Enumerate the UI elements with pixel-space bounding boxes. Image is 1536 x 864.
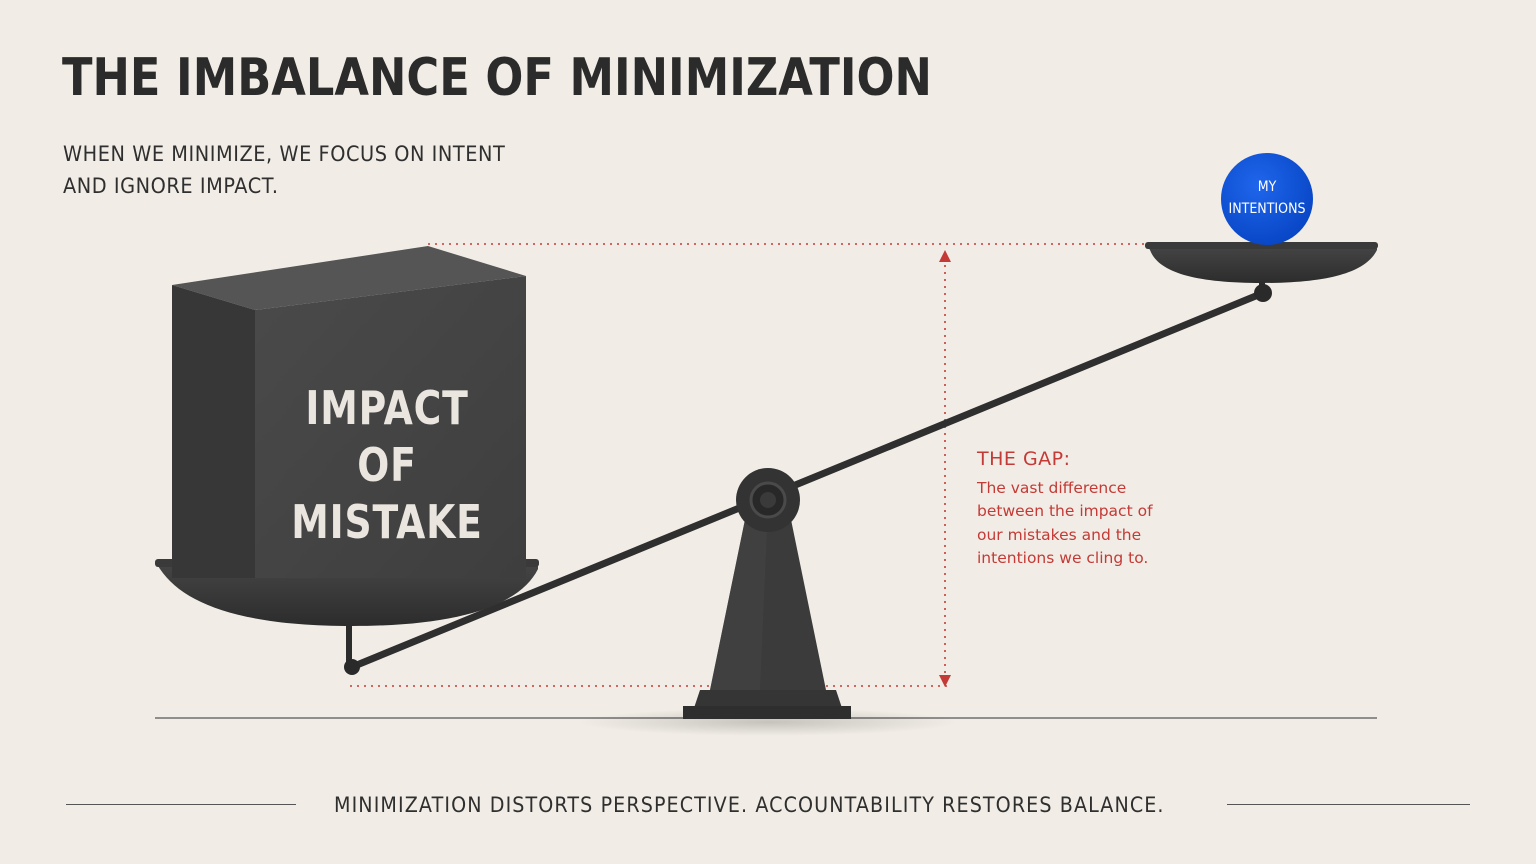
intentions-ball [1221, 153, 1313, 245]
footer-text: MINIMIZATION DISTORTS PERSPECTIVE. ACCOU… [334, 793, 1165, 817]
fulcrum-base [694, 690, 842, 708]
intentions-ball-label: MY INTENTIONS [1218, 176, 1317, 220]
ball-label-line-2: INTENTIONS [1228, 201, 1306, 217]
footer-divider-right [1227, 804, 1470, 805]
gap-arrow-down-icon [939, 675, 951, 687]
impact-block-line-2: MISTAKE [291, 495, 483, 549]
page-subtitle: WHEN WE MINIMIZE, WE FOCUS ON INTENT AND… [63, 142, 506, 198]
gap-title: THE GAP: [977, 448, 1071, 470]
footer: MINIMIZATION DISTORTS PERSPECTIVE. ACCOU… [0, 790, 1536, 820]
ball-label-line-1: MY [1257, 179, 1277, 195]
footer-divider-left [66, 804, 296, 805]
gap-arrow-up-icon [939, 250, 951, 262]
impact-block-line-1: IMPACT OF [305, 381, 469, 492]
balance-beam [348, 289, 1267, 671]
gap-description: The vast difference between the impact o… [977, 479, 1153, 567]
impact-block [172, 246, 526, 578]
right-pan [1145, 242, 1378, 283]
base-shadow [578, 708, 958, 736]
page-title: THE IMBALANCE OF MINIMIZATION [62, 48, 932, 108]
impact-block-label: IMPACT OF MISTAKE [285, 380, 490, 551]
